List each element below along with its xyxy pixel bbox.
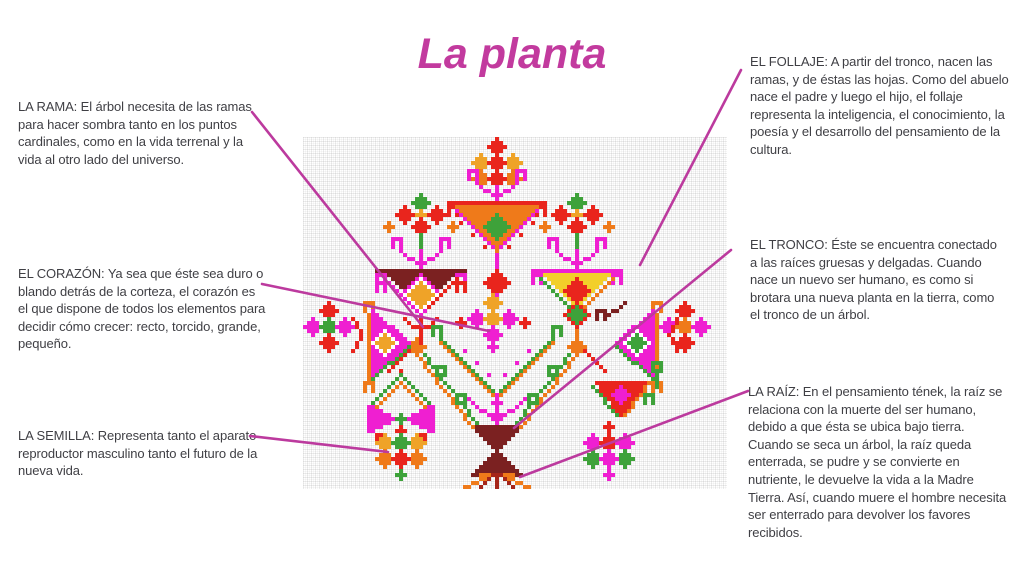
annotation-la-rama: LA RAMA: El árbol necesita de las ramas …	[18, 99, 252, 167]
annotation-la-raiz: LA RAÍZ: En el pensamiento tének, la raí…	[748, 384, 1007, 540]
annotation-el-follaje: EL FOLLAJE: A partir del tronco, nacen l…	[750, 54, 1009, 157]
annotation-la-semilla: LA SEMILLA: Representa tanto el aparato …	[18, 428, 258, 479]
annotation-el-corazon: EL CORAZÓN: Ya sea que éste sea duro o b…	[18, 266, 266, 352]
annotation-el-tronco: EL TRONCO: Éste se encuentra conectado a…	[750, 237, 997, 323]
embroidery-panel	[303, 137, 727, 489]
page-title: La planta	[417, 30, 607, 78]
embroidery-canvas	[303, 137, 727, 489]
